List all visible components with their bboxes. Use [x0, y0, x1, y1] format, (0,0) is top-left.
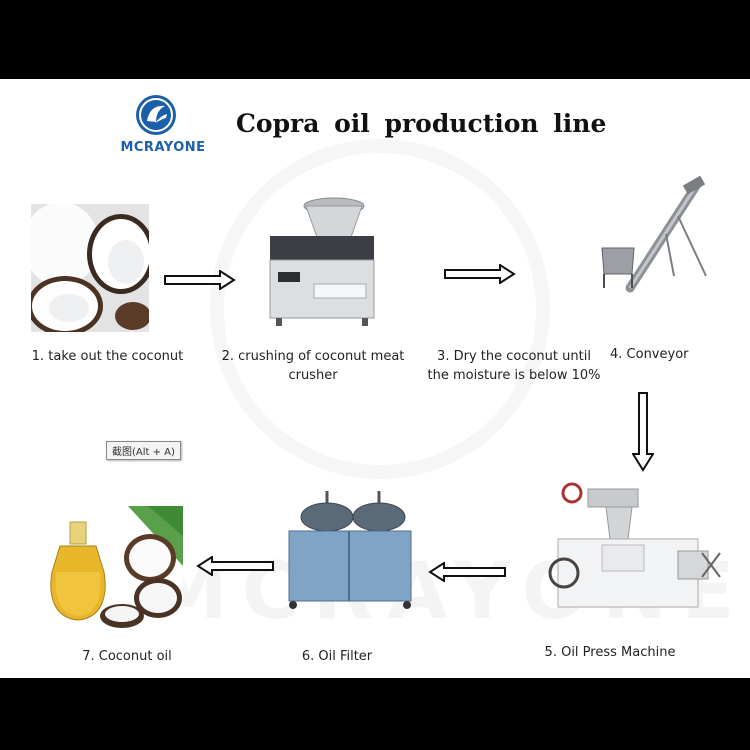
- arrow-down: [632, 392, 654, 472]
- step-3-label-line2: the moisture is below 10%: [427, 368, 601, 383]
- arrow-left-1: [428, 562, 506, 582]
- coconut-crusher-photo: [269, 197, 375, 326]
- arrow-left-2: [196, 556, 274, 576]
- step-4-label: 4. Conveyor: [610, 347, 689, 362]
- step-2-label: 2. crushing of coconut meat crusher: [218, 347, 408, 385]
- step-2-label-line2: crusher: [288, 368, 338, 383]
- oil-filter-photo: [288, 491, 412, 609]
- step-3-label: 3. Dry the coconut until the moisture is…: [414, 347, 614, 385]
- step-1-label: 1. take out the coconut: [31, 349, 184, 364]
- coconut-halves-photo: [31, 204, 149, 332]
- step-7-label: 7. Coconut oil: [82, 649, 172, 664]
- step-6-label: 6. Oil Filter: [301, 649, 373, 664]
- brand-logo-icon: [136, 95, 176, 135]
- screenshot-tooltip: 截图(Alt + A): [106, 441, 181, 460]
- diagram-panel: MCRAYONE MCRAYONE Copra oil production l…: [0, 79, 750, 678]
- page-title: Copra oil production line: [236, 109, 607, 138]
- coconut-oil-photo: [38, 506, 183, 630]
- arrow-right-2: [444, 264, 516, 284]
- oil-press-machine-photo: [548, 482, 721, 608]
- screw-conveyor-photo: [601, 176, 707, 293]
- step-5-label: 5. Oil Press Machine: [544, 645, 676, 660]
- step-3-label-line1: 3. Dry the coconut until: [437, 349, 591, 364]
- arrow-right-1: [164, 270, 236, 290]
- brand-logo-text: MCRAYONE: [120, 140, 206, 155]
- brand-logo: MCRAYONE: [118, 92, 208, 162]
- step-2-label-line1: 2. crushing of coconut meat: [221, 349, 405, 364]
